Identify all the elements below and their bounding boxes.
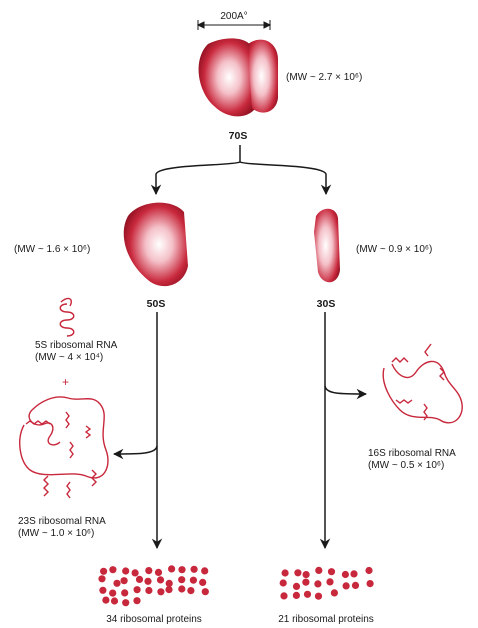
rna-23s-mw: (MW ~ 1.0 × 10⁶) bbox=[18, 528, 94, 540]
protein-dot bbox=[367, 580, 374, 587]
split-arrows bbox=[156, 145, 326, 194]
rna-16s-shape bbox=[383, 344, 462, 423]
subunit-50s-label: 50S bbox=[147, 298, 166, 310]
scale-label: 200A° bbox=[220, 11, 247, 23]
protein-dot bbox=[199, 579, 206, 586]
ribosome-70s-shape bbox=[199, 38, 278, 116]
ribosome-70s-mw: (MW ~ 2.7 × 10⁶) bbox=[286, 72, 362, 84]
protein-arrows bbox=[114, 312, 366, 548]
subunit-30s-shape bbox=[314, 209, 340, 283]
protein-dot bbox=[293, 583, 300, 590]
rna-23s-shape bbox=[20, 397, 108, 498]
protein-dot bbox=[109, 590, 116, 597]
protein-dot bbox=[315, 567, 322, 574]
protein-dot bbox=[109, 566, 116, 573]
protein-dot bbox=[343, 582, 350, 589]
proteins-50s-cluster bbox=[98, 565, 208, 606]
protein-dot bbox=[352, 582, 359, 589]
protein-dot bbox=[190, 577, 197, 584]
protein-dot bbox=[365, 567, 372, 574]
subunit-50s-shape bbox=[124, 203, 188, 287]
protein-dot bbox=[155, 569, 162, 576]
protein-dot bbox=[294, 569, 301, 576]
protein-dot bbox=[145, 587, 152, 594]
subunit-50s-mw: (MW ~ 1.6 × 10⁶) bbox=[14, 244, 90, 256]
protein-dot bbox=[350, 570, 357, 577]
protein-dot bbox=[122, 567, 129, 574]
rna-16s-mw: (MW ~ 0.5 × 10⁶) bbox=[368, 460, 444, 472]
protein-dot bbox=[145, 567, 152, 574]
protein-dot bbox=[282, 569, 289, 576]
protein-dot bbox=[100, 568, 107, 575]
protein-dot bbox=[293, 592, 300, 599]
protein-dot bbox=[314, 580, 321, 587]
protein-dot bbox=[102, 597, 109, 604]
protein-dot bbox=[187, 587, 194, 594]
protein-dot bbox=[280, 579, 287, 586]
protein-dot bbox=[202, 588, 209, 595]
protein-dot bbox=[304, 591, 311, 598]
protein-dot bbox=[178, 576, 185, 583]
proteins-30s-cluster bbox=[280, 567, 374, 600]
protein-dot bbox=[165, 586, 172, 593]
protein-dot bbox=[98, 575, 105, 582]
protein-dot bbox=[331, 589, 338, 596]
protein-dot bbox=[122, 599, 129, 606]
protein-dot bbox=[133, 597, 140, 604]
protein-dot bbox=[168, 565, 175, 572]
protein-dot bbox=[201, 567, 208, 574]
protein-dot bbox=[166, 580, 173, 587]
rna-16s-name: 16S ribosomal RNA bbox=[368, 448, 456, 460]
protein-dot bbox=[111, 597, 118, 604]
proteins-50s-label: 34 ribosomal proteins bbox=[106, 614, 202, 626]
rna-23s-name: 23S ribosomal RNA bbox=[18, 516, 106, 528]
protein-dot bbox=[280, 592, 287, 599]
subunit-30s-mw: (MW ~ 0.9 × 10⁶) bbox=[356, 244, 432, 256]
protein-dot bbox=[121, 589, 128, 596]
protein-dot bbox=[178, 585, 185, 592]
protein-dot bbox=[328, 568, 335, 575]
protein-dot bbox=[113, 580, 120, 587]
rna-5s-mw: (MW ~ 4 × 10⁴) bbox=[35, 352, 103, 364]
subunit-30s-label: 30S bbox=[317, 298, 336, 310]
ribosome-70s-label: 70S bbox=[229, 130, 248, 142]
protein-dot bbox=[302, 579, 309, 586]
protein-dot bbox=[157, 576, 164, 583]
protein-dot bbox=[121, 577, 128, 584]
proteins-30s-label: 21 ribosomal proteins bbox=[278, 614, 374, 626]
protein-dot bbox=[134, 586, 141, 593]
rna-5s-shape bbox=[60, 299, 74, 336]
protein-dot bbox=[191, 566, 198, 573]
plus-sign: + bbox=[62, 375, 69, 389]
protein-dot bbox=[99, 587, 106, 594]
protein-dot bbox=[132, 569, 139, 576]
protein-dot bbox=[315, 593, 322, 600]
protein-dot bbox=[144, 578, 151, 585]
protein-dot bbox=[326, 578, 333, 585]
rna-5s-name: 5S ribosomal RNA bbox=[35, 340, 117, 352]
protein-dot bbox=[178, 566, 185, 573]
protein-dot bbox=[157, 588, 164, 595]
protein-dot bbox=[303, 571, 310, 578]
protein-dot bbox=[342, 571, 349, 578]
protein-dot bbox=[136, 576, 143, 583]
